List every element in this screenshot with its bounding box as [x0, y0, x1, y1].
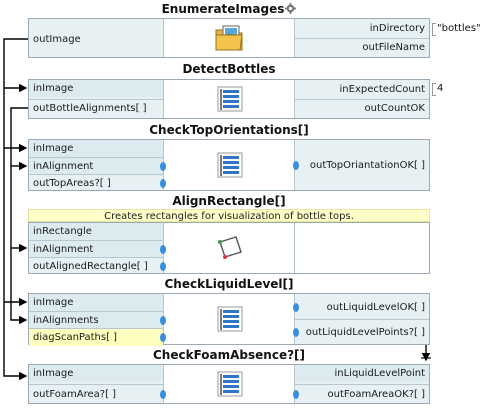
gear-icon[interactable] [285, 3, 297, 14]
port-out-top-areas[interactable]: outTopAreas?[ ] [33, 178, 111, 189]
port-in-image[interactable]: inImage [29, 365, 163, 382]
param-bracket [432, 83, 436, 96]
port-out-count-ok[interactable]: outCountOK [364, 103, 425, 114]
divider [29, 157, 163, 158]
block-title-check-liquid-level: CheckLiquidLevel[] [164, 277, 294, 291]
port-out-liquid-level-points[interactable]: outLiquidLevelPoints?[ ] [305, 327, 425, 338]
port-connector-dot[interactable] [160, 316, 166, 325]
block-title-check-foam-absence: CheckFoamAbsence?[] [152, 348, 306, 362]
block-title-enumerate-images: EnumerateImages [28, 2, 430, 17]
port-connector-dot[interactable] [160, 179, 166, 188]
port-in-liquid-level-point[interactable]: inLiquidLevelPoint [295, 365, 429, 382]
block-check-foam-absence[interactable]: inImage outFoamArea?[ ] inLiquidLevelPoi… [28, 364, 430, 404]
block-title-text: EnumerateImages [161, 2, 285, 16]
divider [295, 38, 429, 39]
block-align-rectangle[interactable]: inRectangle inAlignment outAlignedRectan… [28, 222, 430, 274]
port-connector-dot[interactable] [160, 333, 166, 342]
port-connector-dot[interactable] [293, 303, 299, 312]
port-out-liquid-level-ok[interactable]: outLiquidLevelOK[ ] [326, 302, 425, 313]
port-connector-dot[interactable] [293, 161, 299, 170]
right-port-column [294, 223, 429, 273]
divider [29, 257, 163, 258]
block-enumerate-images[interactable]: outImage inDirectory outFileName [28, 18, 430, 58]
divider [295, 384, 429, 385]
block-check-liquid-level[interactable]: inImage inAlignments diagScanPaths[ ] ou… [28, 293, 430, 346]
port-out-file-name[interactable]: outFileName [362, 42, 425, 53]
port-in-image[interactable]: inImage [29, 80, 163, 97]
block-check-top-orientations[interactable]: inImage inAlignment outTopAreas?[ ] outT… [28, 139, 430, 191]
rectangle-icon [218, 236, 242, 259]
divider [295, 99, 429, 100]
left-port-column [29, 19, 164, 57]
block-title-align-rectangle: AlignRectangle[] [172, 194, 286, 208]
port-out-image[interactable]: outImage [33, 34, 81, 45]
list-filter-icon [217, 152, 243, 178]
param-bracket [432, 23, 436, 36]
port-connector-dot[interactable] [160, 245, 166, 254]
port-out-aligned-rectangle[interactable]: outAlignedRectangle[ ] [33, 261, 148, 272]
divider [29, 240, 163, 241]
port-connector-dot[interactable] [293, 390, 299, 399]
port-out-foam-area-ok[interactable]: outFoamAreaOK?[ ] [327, 389, 426, 400]
port-in-expected-count[interactable]: inExpectedCount [339, 84, 425, 95]
port-in-alignment[interactable]: inAlignment [29, 158, 163, 175]
port-in-rectangle[interactable]: inRectangle [29, 223, 163, 240]
list-filter-icon [217, 371, 243, 397]
port-in-image[interactable]: inImage [29, 294, 163, 311]
param-in-directory-value[interactable]: "bottles" [437, 23, 481, 34]
port-connector-dot[interactable] [160, 390, 166, 399]
list-filter-icon [217, 306, 243, 332]
block-detect-bottles[interactable]: inImage outBottleAlignments[ ] inExpecte… [28, 79, 430, 119]
port-diag-scan-paths[interactable]: diagScanPaths[ ] [29, 329, 163, 346]
block-title-detect-bottles: DetectBottles [182, 62, 276, 76]
divider [29, 328, 163, 329]
divider [29, 311, 163, 312]
port-in-alignments[interactable]: inAlignments [29, 312, 163, 329]
divider [29, 384, 163, 385]
port-out-top-orientation-ok[interactable]: outTopOriantationOK[ ] [309, 160, 425, 171]
block-title-check-top-orientations: CheckTopOrientations[] [149, 123, 309, 137]
port-connector-dot[interactable] [293, 328, 299, 337]
port-out-foam-area[interactable]: outFoamArea?[ ] [33, 389, 117, 400]
port-out-bottle-alignments[interactable]: outBottleAlignments[ ] [33, 103, 147, 114]
port-in-alignment[interactable]: inAlignment [29, 241, 163, 258]
port-in-image[interactable]: inImage [29, 140, 163, 157]
port-connector-dot[interactable] [160, 262, 166, 271]
image-folder-icon [215, 25, 243, 51]
block-description: Creates rectangles for visualization of … [28, 209, 430, 222]
port-connector-dot[interactable] [160, 162, 166, 171]
divider [295, 319, 429, 320]
divider [29, 174, 163, 175]
divider [29, 99, 163, 100]
param-expected-count-value[interactable]: 4 [437, 83, 444, 94]
list-filter-icon [217, 86, 243, 112]
port-in-directory[interactable]: inDirectory [369, 23, 425, 34]
right-port-column [294, 140, 429, 190]
